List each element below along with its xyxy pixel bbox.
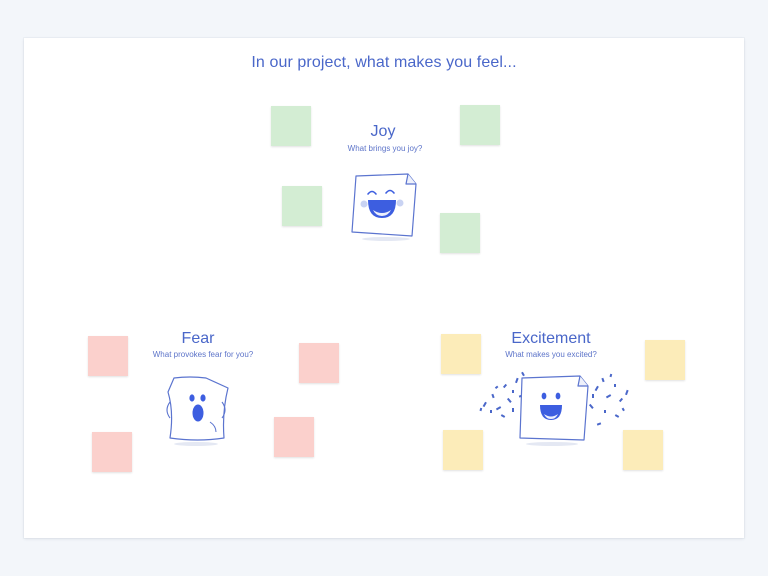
joy-sticky-note[interactable]: [282, 186, 322, 226]
laughing-sticky-note-icon: [351, 173, 417, 241]
board-title: In our project, what makes you feel...: [251, 54, 517, 71]
fear-title: Fear: [181, 330, 215, 347]
fear-subtitle: What provokes fear for you?: [152, 350, 254, 359]
joy-sticky-note[interactable]: [271, 106, 311, 146]
excitement-sticky-note[interactable]: [623, 430, 663, 470]
excited-sticky-note-confetti-icon: [479, 371, 629, 446]
joy-sticky-note[interactable]: [440, 213, 480, 253]
excitement-sticky-note[interactable]: [441, 334, 481, 374]
excitement-sticky-note[interactable]: [645, 340, 685, 380]
excitement-subtitle: What makes you excited?: [505, 350, 597, 359]
excitement-title: Excitement: [511, 330, 591, 347]
joy-subtitle: What brings you joy?: [347, 144, 423, 153]
joy-sticky-note[interactable]: [460, 105, 500, 145]
fear-sticky-note[interactable]: [88, 336, 128, 376]
scared-sticky-note-icon: [166, 376, 229, 446]
fear-sticky-note[interactable]: [92, 432, 132, 472]
fear-sticky-note[interactable]: [299, 343, 339, 383]
fear-sticky-note[interactable]: [274, 417, 314, 457]
joy-title: Joy: [370, 123, 396, 140]
excitement-sticky-note[interactable]: [443, 430, 483, 470]
